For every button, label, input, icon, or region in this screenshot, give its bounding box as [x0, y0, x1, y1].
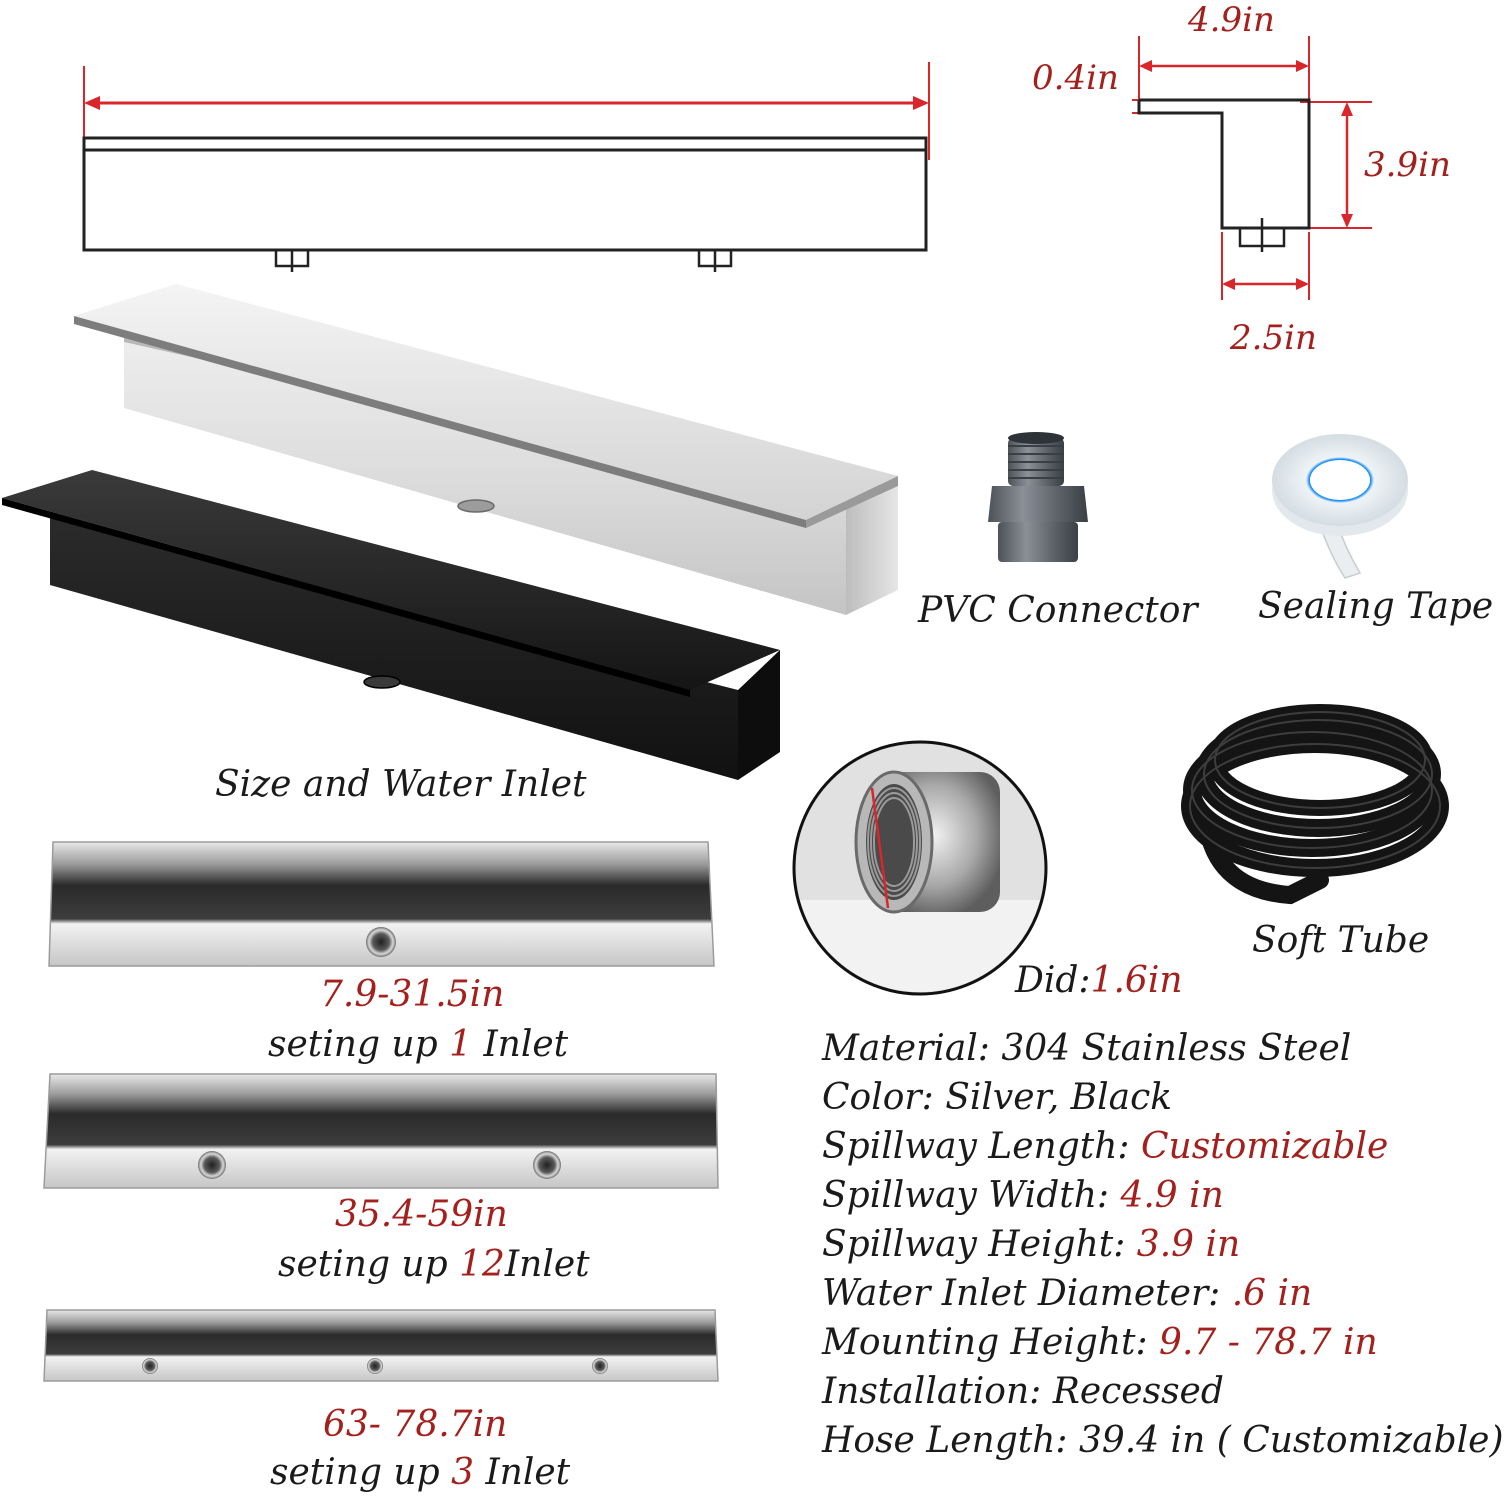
trough-render-3	[43, 1309, 719, 1382]
inlet-closeup-image	[792, 740, 1048, 996]
inlet-config-3-suffix: Inlet	[474, 1452, 571, 1493]
pvc-connector-image	[988, 432, 1088, 562]
silver-spillway-render	[74, 284, 898, 615]
spec-list: Material: 304 Stainless Steel Color: Sil…	[822, 1024, 1504, 1465]
front-view-drawing	[82, 62, 930, 272]
inlet-config-3-prefix: seting up	[270, 1452, 452, 1493]
side-profile-drawing	[1132, 36, 1372, 300]
sealing-tape-image	[1272, 434, 1408, 579]
inlet-config-2-prefix: seting up	[278, 1244, 460, 1285]
inlet-diameter-label: Did:	[1015, 960, 1091, 1001]
inlet-config-1-count: 1	[449, 1024, 473, 1065]
soft-tube-image	[1181, 704, 1449, 905]
inlet-config-2-length: 35.4-59in	[335, 1194, 508, 1235]
inlet-config-3-setup: seting up 3 Inlet	[270, 1452, 570, 1493]
spec-width: Spillway Width: 4.9 in	[822, 1175, 1224, 1216]
spec-installation: Installation: Recessed	[822, 1371, 1224, 1412]
inlet-diameter-value: 1.6in	[1090, 960, 1183, 1001]
spec-material: Material: 304 Stainless Steel	[822, 1028, 1352, 1069]
inlet-diameter-caption: Did:1.6in	[1015, 960, 1183, 1001]
inlet-config-1-prefix: seting up	[268, 1024, 450, 1065]
trough-render-1	[48, 841, 715, 967]
inlet-config-2-setup: seting up 12Inlet	[278, 1244, 590, 1285]
pvc-connector-label: PVC Connector	[918, 590, 1198, 631]
dimension-lip-thickness: 0.4in	[1032, 58, 1119, 98]
inlet-config-2-count: 12	[459, 1244, 505, 1285]
spec-color: Color: Silver, Black	[822, 1077, 1173, 1118]
inlet-config-3-count: 3	[451, 1452, 475, 1493]
spec-inlet-diameter: Water Inlet Diameter: .6 in	[822, 1273, 1313, 1314]
spec-hose-length: Hose Length: 39.4 in ( Customizable)	[822, 1420, 1504, 1461]
soft-tube-label: Soft Tube	[1252, 920, 1430, 961]
dimension-height: 3.9in	[1364, 145, 1451, 185]
inlet-config-1-suffix: Inlet	[472, 1024, 569, 1065]
dimension-bottom-width: 2.5in	[1230, 318, 1317, 358]
dimension-top-width: 4.9in	[1188, 0, 1275, 40]
inlet-config-2-suffix: Inlet	[504, 1244, 590, 1285]
spec-mounting-height: Mounting Height: 9.7 - 78.7 in	[822, 1322, 1378, 1363]
inlet-config-1-setup: seting up 1 Inlet	[268, 1024, 568, 1065]
sealing-tape-label: Sealing Tape	[1258, 586, 1494, 627]
black-spillway-render	[2, 470, 780, 780]
inlet-config-1-length: 7.9-31.5in	[320, 974, 505, 1015]
spec-height: Spillway Height: 3.9 in	[822, 1224, 1241, 1265]
main-caption: Size and Water Inlet	[215, 764, 587, 805]
spec-length: Spillway Length: Customizable	[822, 1126, 1389, 1167]
trough-render-2	[43, 1073, 719, 1189]
inlet-config-3-length: 63- 78.7in	[323, 1404, 508, 1445]
